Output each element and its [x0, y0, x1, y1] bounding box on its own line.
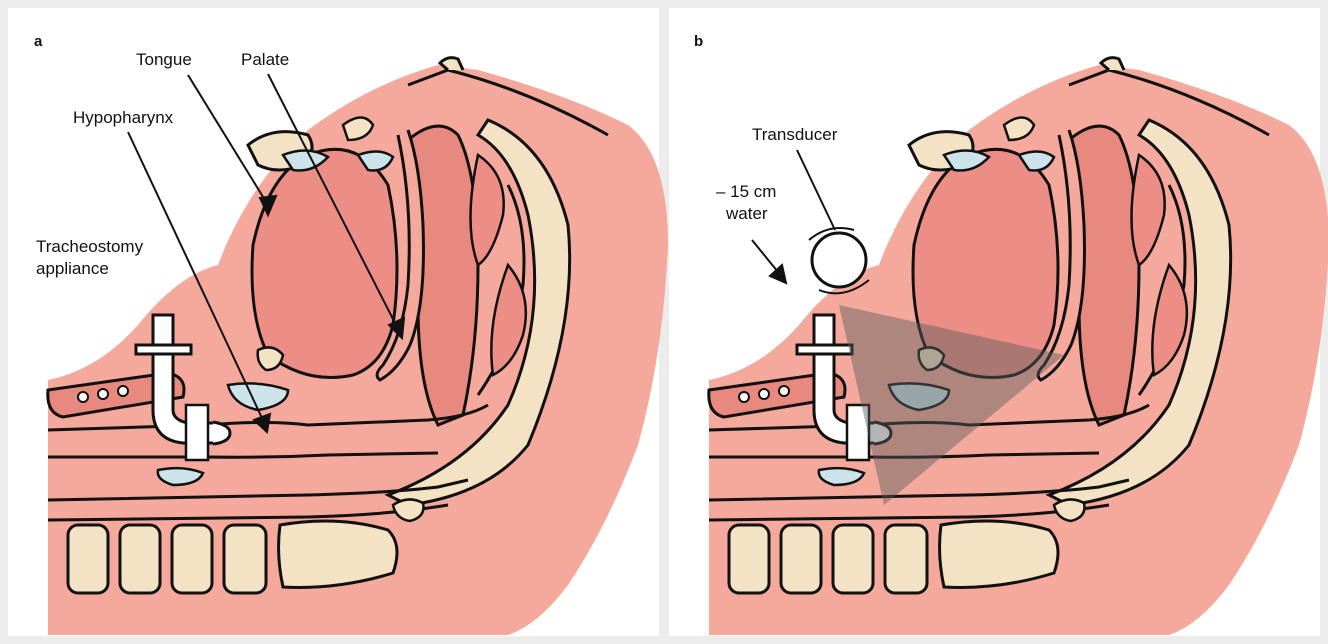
panel-a-letter: a: [34, 33, 43, 50]
label-transducer: Transducer: [752, 125, 838, 144]
transducer: [812, 233, 866, 287]
label-pressure-line2: water: [725, 204, 768, 223]
label-palate: Palate: [241, 50, 289, 69]
panel-b-letter: b: [694, 33, 703, 50]
label-tongue: Tongue: [136, 50, 192, 69]
label-tracheostomy-line2: appliance: [36, 259, 109, 278]
label-hypopharynx: Hypopharynx: [73, 108, 174, 127]
label-tracheostomy-line1: Tracheostomy: [36, 237, 144, 256]
label-pressure-line1: – 15 cm: [716, 182, 776, 201]
